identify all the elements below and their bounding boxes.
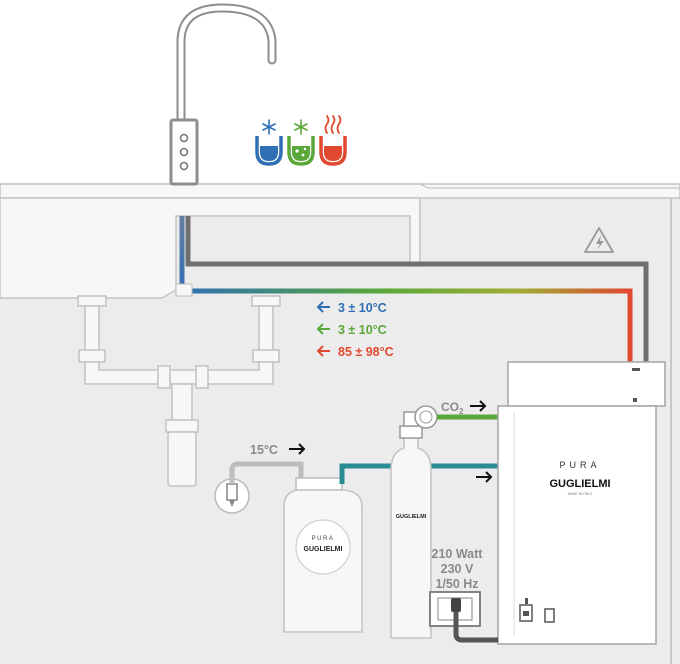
arrow-right-icon: [289, 443, 306, 455]
co2-base: CO: [441, 400, 459, 414]
steam-icon: [324, 115, 342, 134]
faucet: [169, 3, 277, 186]
co2-label: CO2: [441, 400, 487, 416]
power-freq: 1/50 Hz: [435, 577, 478, 591]
arrow-left-icon: [316, 301, 330, 313]
co2-bottle: GUGLIELMI: [390, 405, 438, 639]
faucet-button-sparkling: [179, 147, 189, 157]
glass-hot: [319, 115, 347, 166]
unit-brand-name: GUGLIELMI: [549, 478, 610, 490]
glass-cold-sparkling: [287, 119, 315, 166]
power-cable: [453, 604, 498, 643]
arrow-left-icon: [316, 323, 330, 335]
countertop: [0, 183, 680, 199]
grey-return-line: [185, 216, 649, 362]
glass-cold-still: [255, 119, 283, 166]
unit-brand-tag: MADE IN ITALY: [568, 492, 593, 496]
drain-assembly: [77, 295, 281, 487]
service-port: [544, 608, 555, 623]
flow-label-cold-still: 3 ± 10°C: [316, 301, 387, 315]
power-specs: 210 Watt 230 V 1/50 Hz: [432, 547, 484, 591]
power-switch: [519, 598, 533, 622]
main-unit: PURA GUGLIELMI MADE IN ITALY: [497, 361, 666, 645]
flow-text-hot: 85 ± 98°C: [338, 345, 394, 359]
inlet-temp-text: 15°C: [250, 443, 278, 457]
faucet-button-hot: [179, 161, 189, 171]
co2-sub: 2: [459, 407, 464, 416]
faucet-button-still: [179, 133, 189, 143]
flow-text-cold-sparkling: 3 ± 10°C: [338, 323, 387, 337]
warning-icon: [584, 227, 614, 253]
bottle-brand-name: GUGLIELMI: [396, 514, 427, 520]
filter-brand-name: GUGLIELMI: [304, 546, 343, 553]
power-plug: [451, 598, 461, 612]
power-watt: 210 Watt: [432, 547, 484, 561]
inlet-hose: [229, 461, 304, 484]
arrow-left-icon: [316, 345, 330, 357]
unit-brand-top: PURA: [559, 460, 600, 470]
inlet-valve: [214, 478, 250, 514]
snowflake-icon: [262, 119, 276, 135]
inlet-temp-label: 15°C: [250, 443, 306, 457]
flow-label-hot: 85 ± 98°C: [316, 345, 394, 359]
snowflake-icon: [294, 119, 308, 135]
flow-label-cold-sparkling: 3 ± 10°C: [316, 323, 387, 337]
svg-text:CO2: CO2: [441, 400, 464, 416]
filter-brand-top: PURA: [312, 536, 335, 542]
filtered-water-line: [339, 463, 498, 484]
arrow-right-icon: [476, 471, 493, 483]
pipe-clip: [175, 283, 193, 297]
filter-canister: PURA GUGLIELMI: [283, 477, 363, 633]
flow-text-cold-still: 3 ± 10°C: [338, 301, 387, 315]
power-volt: 230 V: [441, 562, 474, 576]
arrow-right-icon: [470, 400, 487, 412]
supply-line-horizontal: [180, 288, 633, 362]
